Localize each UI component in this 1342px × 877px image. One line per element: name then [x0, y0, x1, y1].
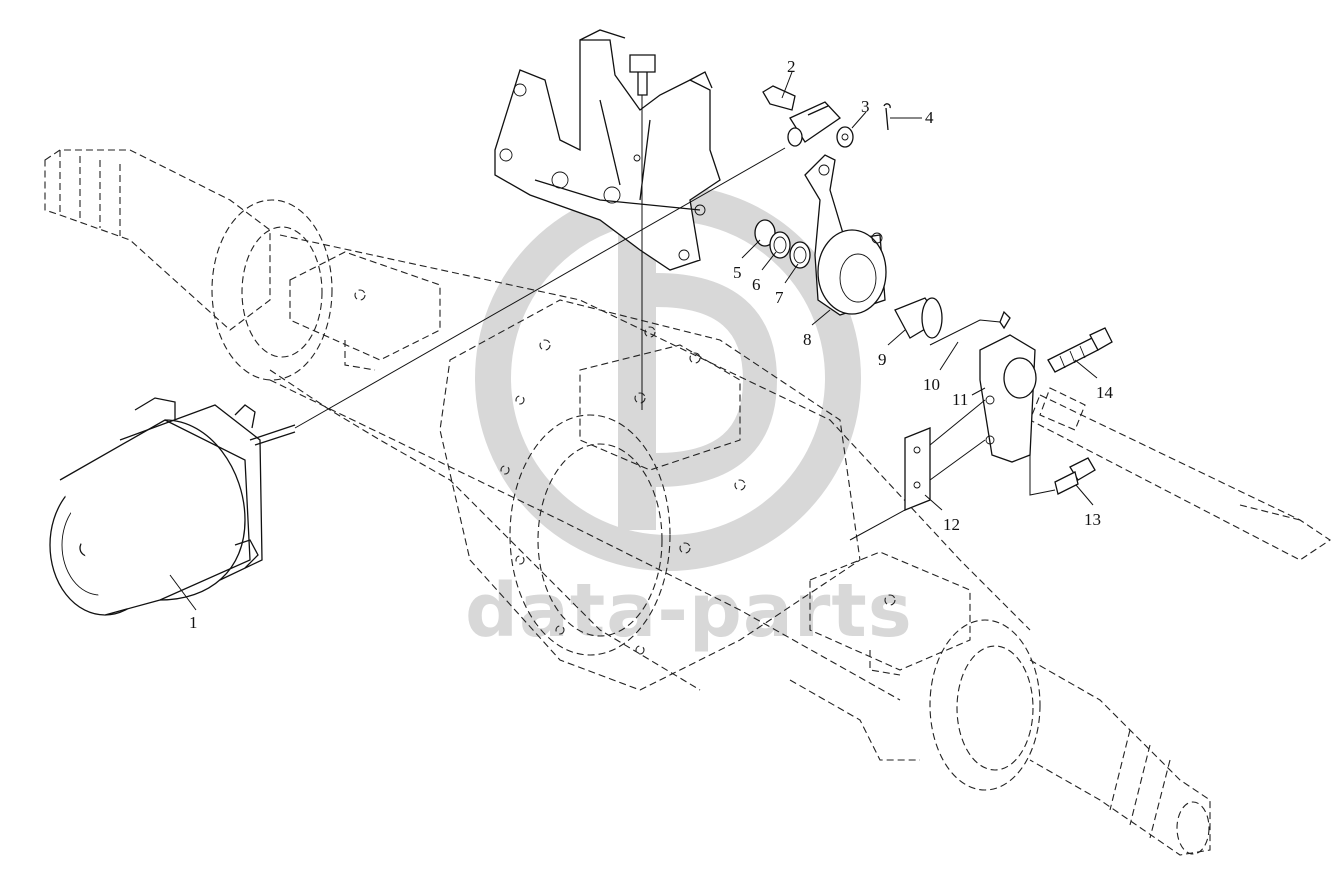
ring-7: [789, 241, 811, 269]
callout-6: 6: [752, 275, 761, 294]
brake-chamber: [49, 147, 786, 616]
callout-2: 2: [787, 57, 796, 76]
watermark-text: data-parts: [465, 568, 913, 654]
grease-nipple: [999, 310, 1011, 330]
slack-adjuster: [804, 154, 887, 316]
callout-4: 4: [925, 108, 934, 127]
callout-13: 13: [1084, 510, 1101, 529]
callout-8: 8: [803, 330, 812, 349]
camshaft: [1029, 387, 1331, 561]
callout-11: 11: [952, 390, 968, 409]
callout-7: 7: [775, 288, 784, 307]
callout-3: 3: [861, 97, 870, 116]
callout-14: 14: [1096, 383, 1114, 402]
bolt-13: [1029, 455, 1096, 496]
callout-10: 10: [923, 375, 940, 394]
mounting-bracket: [494, 29, 721, 410]
axle-housing: [44, 149, 1211, 856]
callout-9: 9: [878, 350, 887, 369]
clevis-pin: [762, 85, 841, 147]
ring-6: [769, 231, 791, 259]
cotter-pin: [883, 103, 891, 131]
callout-1: 1: [189, 613, 198, 632]
washer-3: [836, 126, 854, 148]
camshaft-support: [979, 334, 1037, 463]
bushing: [894, 297, 943, 339]
mounting-plate: [849, 399, 986, 541]
callout-labels: 1 2 3 4 5 6 7 8 9 10 11 12 13 14: [189, 57, 1114, 632]
callout-5: 5: [733, 263, 742, 282]
callout-12: 12: [943, 515, 960, 534]
bolt-14: [1047, 327, 1113, 373]
leader-lines: [169, 71, 1098, 611]
